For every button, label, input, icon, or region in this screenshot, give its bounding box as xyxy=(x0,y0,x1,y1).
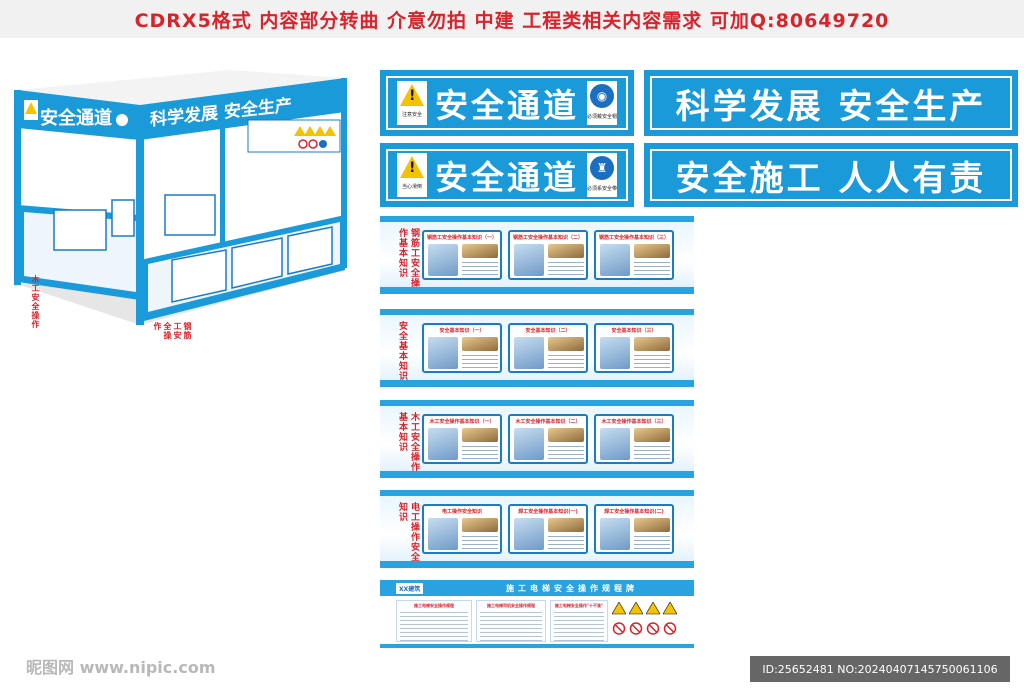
knowledge-card: 电工操作安全知识 xyxy=(422,504,502,554)
panel-title: 木工安全操作基本知识 xyxy=(397,412,419,472)
knowledge-card: 钢筋工安全操作基本知识（三） xyxy=(594,230,674,280)
booth-front-sign: 安全通道 xyxy=(40,108,112,129)
booth-card xyxy=(53,209,107,251)
image-id-bar: ID:25652481 NO:20240407145750061106 xyxy=(750,656,1010,682)
booth-side-panel-title: 钢筋工安全操作 xyxy=(153,322,192,340)
knowledge-card: 安全基本知识（三） xyxy=(594,323,674,373)
board-section: 施工电梯司机安全操作规程 xyxy=(476,600,546,642)
knowledge-card: 安全基本知识（一） xyxy=(422,323,502,373)
sign-text: 安全通道 xyxy=(435,86,579,125)
sign-badge-right: ◉ 必须戴安全帽 xyxy=(587,81,617,125)
warning-icon xyxy=(629,602,643,615)
sign-safety-passage-2: 当心滑倒 安全通道 ♜ 必须系安全带 xyxy=(380,143,634,207)
board-title: 施工电梯安全操作规程牌 xyxy=(506,584,638,593)
prohibit-icon xyxy=(629,622,643,635)
prohibit-icon xyxy=(612,622,626,635)
booth-front-beam xyxy=(18,90,140,140)
booth-illustration: 安全通道 科学发展 安全生产 木工安全操作 钢筋工安全操作 xyxy=(0,60,350,340)
booth-helmet-badge xyxy=(116,114,128,126)
panel-safety-knowledge: 安全基本知识 安全基本知识（一） 安全基本知识（二） 安全基本知识（三） xyxy=(380,309,694,387)
sign-badge-right: ♜ 必须系安全带 xyxy=(587,153,617,197)
sign-text: 安全施工 人人有责 xyxy=(675,158,987,199)
sign-badge-left: 当心滑倒 xyxy=(397,153,427,197)
harness-icon: ♜ xyxy=(590,156,614,180)
booth-post xyxy=(341,78,347,268)
prohibit-icon xyxy=(663,622,677,635)
sign-text: 安全通道 xyxy=(435,158,579,197)
booth-warning-icons xyxy=(294,126,336,149)
helmet-icon: ◉ xyxy=(590,84,614,108)
sign-safe-construction: 安全施工 人人有责 xyxy=(644,143,1018,207)
knowledge-card: 钢筋工安全操作基本知识（一） xyxy=(422,230,502,280)
knowledge-card: 焊工安全操作基本知识(一) xyxy=(508,504,588,554)
warning-icon xyxy=(663,602,677,615)
header-text: CDRX5格式 内容部分转曲 介意勿拍 中建 工程类相关内容需求 可加Q:806… xyxy=(134,9,890,32)
warning-icon xyxy=(646,602,660,615)
booth-post xyxy=(220,115,225,255)
knowledge-card: 木工安全操作基本知识（三） xyxy=(594,414,674,464)
booth-post xyxy=(14,90,21,285)
booth-warning-icon xyxy=(25,102,37,114)
prohibit-icon xyxy=(646,622,660,635)
knowledge-card: 焊工安全操作基本知识(二) xyxy=(594,504,674,554)
knowledge-card: 木工安全操作基本知识（一） xyxy=(422,414,502,464)
panel-carpentry-knowledge: 木工安全操作基本知识 木工安全操作基本知识（一） 木工安全操作基本知识（二） 木… xyxy=(380,400,694,478)
knowledge-card: 木工安全操作基本知识（二） xyxy=(508,414,588,464)
booth-card xyxy=(111,199,135,237)
board-section: 施工电梯安全操作规程 xyxy=(396,600,472,642)
booth-side-beam xyxy=(140,78,345,140)
booth-card xyxy=(164,194,216,236)
board-brand: XX建筑 xyxy=(396,583,424,594)
watermark: 昵图网 www.nipic.com xyxy=(26,658,216,677)
warning-icon xyxy=(612,602,626,615)
booth-front-panel-face xyxy=(24,212,136,292)
knowledge-card: 钢筋工安全操作基本知识（二） xyxy=(508,230,588,280)
panel-rebar-knowledge: 钢筋工安全操作基本知识 钢筋工安全操作基本知识（一） 钢筋工安全操作基本知识（二… xyxy=(380,216,694,294)
slip-icon xyxy=(400,156,424,178)
header-banner: CDRX5格式 内容部分转曲 介意勿拍 中建 工程类相关内容需求 可加Q:806… xyxy=(0,0,1024,38)
booth-card xyxy=(171,249,227,303)
sign-science-development: 科学发展 安全生产 xyxy=(644,70,1018,136)
booth-card xyxy=(287,226,333,275)
sign-badge-left: 注意安全 xyxy=(397,81,427,125)
elevator-rules-board: XX建筑 施工电梯安全操作规程牌 施工电梯安全操作规程 施工电梯司机安全操作规程… xyxy=(380,580,694,648)
sign-safety-passage-1: 注意安全 安全通道 ◉ 必须戴安全帽 xyxy=(380,70,634,136)
knowledge-card: 安全基本知识（二） xyxy=(508,323,588,373)
sign-text: 科学发展 安全生产 xyxy=(675,86,987,127)
image-id: ID:25652481 NO:20240407145750061106 xyxy=(762,662,998,676)
booth-front-panel-title: 木工安全操作 xyxy=(31,275,40,329)
panel-electrician-knowledge: 电工操作安全知识 电工操作安全知识 焊工安全操作基本知识(一) 焊工安全操作基本… xyxy=(380,490,694,568)
panel-title: 安全基本知识 xyxy=(397,321,407,381)
booth-svg xyxy=(14,70,347,325)
panel-title: 电工操作安全知识 xyxy=(397,502,419,562)
booth-roof xyxy=(18,70,345,105)
panel-title: 钢筋工安全操作基本知识 xyxy=(397,228,419,288)
warning-icon xyxy=(400,84,424,106)
board-section: 施工电梯安全操作"十不准" xyxy=(550,600,608,642)
booth-card xyxy=(231,237,283,289)
